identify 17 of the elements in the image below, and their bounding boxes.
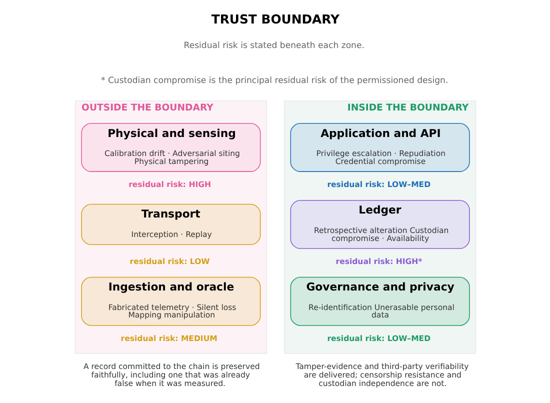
node-label: residual risk: HIGH* [335, 257, 422, 266]
node-label: residual risk: LOW–MED [326, 334, 430, 344]
label: Tamper-evidence and third-party verifiability are delivered; censorship resistance and custodian independence are not. [295, 362, 468, 388]
node-label: residual risk: LOW–MED [326, 180, 430, 190]
diagram-title: TRUST BOUNDARY [210, 12, 340, 27]
node-box: Governance and privacy Re-identification Unerasable personal data [290, 276, 470, 326]
label: * Custodian compromise is the principal residual risk of the permissioned design. [100, 76, 448, 86]
label: Residual risk is stated beneath each zone. [183, 40, 364, 51]
label: A record committed to the chain is preserved faithfully, including one that was already false when it was measured. [82, 362, 260, 388]
node-box: Ledger Retrospective alteration Custodian compromise · Availability [290, 200, 470, 249]
node-box: Transport Interception · Replay [80, 204, 260, 246]
node-box: Ingestion and oracle Fabricated telemetry · Silent loss Mapping manipulation [80, 276, 260, 326]
node-label: residual risk: LOW [129, 257, 210, 266]
node-box: Application and API Privilege escalation · Repudiation Credential compromise [290, 122, 470, 172]
node-box: Physical and sensing Calibration drift · Adversarial siting Physical tampering [80, 122, 260, 172]
node-label: residual risk: MEDIUM [120, 334, 217, 344]
node-label: residual risk: HIGH [128, 180, 211, 190]
